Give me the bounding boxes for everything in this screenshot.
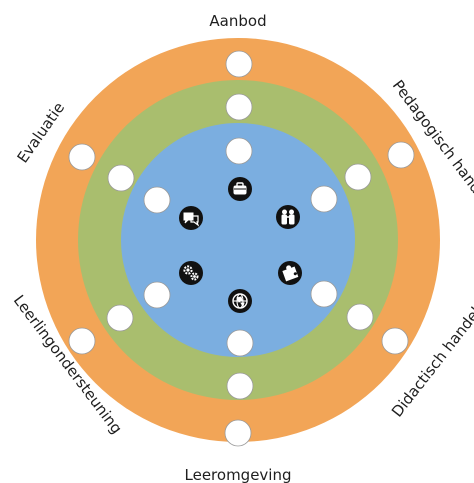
marker-middle-top[interactable] <box>225 93 253 121</box>
marker-outer-lower-left[interactable] <box>68 327 96 355</box>
marker-inner-upper-left[interactable] <box>143 186 171 214</box>
briefcase-icon <box>228 177 252 201</box>
marker-outer-upper-left[interactable] <box>68 143 96 171</box>
gears-icon <box>179 261 203 285</box>
marker-middle-upper-left[interactable] <box>107 164 135 192</box>
marker-outer-upper-right[interactable] <box>387 141 415 169</box>
inner-circle-markers <box>143 137 338 357</box>
marker-middle-bottom[interactable] <box>226 372 254 400</box>
marker-middle-upper-right[interactable] <box>344 163 372 191</box>
marker-inner-top[interactable] <box>225 137 253 165</box>
marker-outer-bottom[interactable] <box>224 419 252 447</box>
marker-middle-lower-left[interactable] <box>106 304 134 332</box>
marker-outer-top[interactable] <box>225 50 253 78</box>
chat-bubbles-icon <box>179 206 203 230</box>
marker-inner-lower-left[interactable] <box>143 281 171 309</box>
outer-ring-markers <box>68 50 415 447</box>
inner-circle <box>121 123 355 357</box>
marker-inner-bottom[interactable] <box>226 329 254 357</box>
marker-inner-lower-right[interactable] <box>310 280 338 308</box>
puzzle-icon <box>278 261 302 285</box>
marker-inner-upper-right[interactable] <box>310 185 338 213</box>
label-aanbod: Aanbod <box>209 12 266 30</box>
label-leeromgeving: Leeromgeving <box>185 466 292 483</box>
middle-ring-markers <box>106 93 374 400</box>
marker-outer-lower-right[interactable] <box>381 327 409 355</box>
globe-icon <box>228 289 252 313</box>
people-icon <box>276 205 300 229</box>
marker-middle-lower-right[interactable] <box>346 303 374 331</box>
